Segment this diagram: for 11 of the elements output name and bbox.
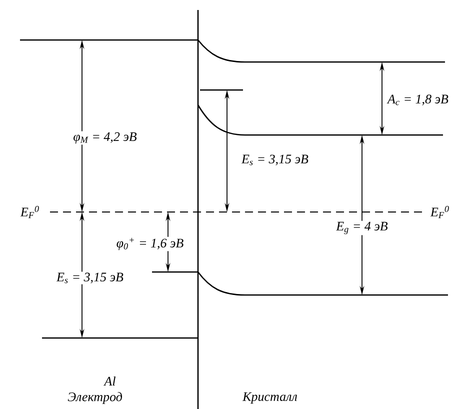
fermi-level-label: E$_{F}$0 xyxy=(429,204,451,220)
energy-label: A$_{c}$ = 1,8 эВ xyxy=(386,94,450,106)
energy-label: E$_{s}$ = 3,15 эВ xyxy=(56,272,124,284)
material-label: Кристалл xyxy=(242,391,298,405)
material-label: Al xyxy=(103,375,117,386)
energy-label: φ$_{0}$$^{+}$ = 1,6 эВ xyxy=(115,236,185,252)
fermi-level-label: E$_{F}$0 xyxy=(19,204,41,220)
energy-label: φ$_{M}$ = 4,2 эВ xyxy=(72,131,138,145)
energy-label: E$_{g}$ = 4 эВ xyxy=(335,220,389,236)
material-label: Электрод xyxy=(66,391,124,405)
energy-label: E$_{s}$ = 3,15 эВ xyxy=(240,154,310,166)
